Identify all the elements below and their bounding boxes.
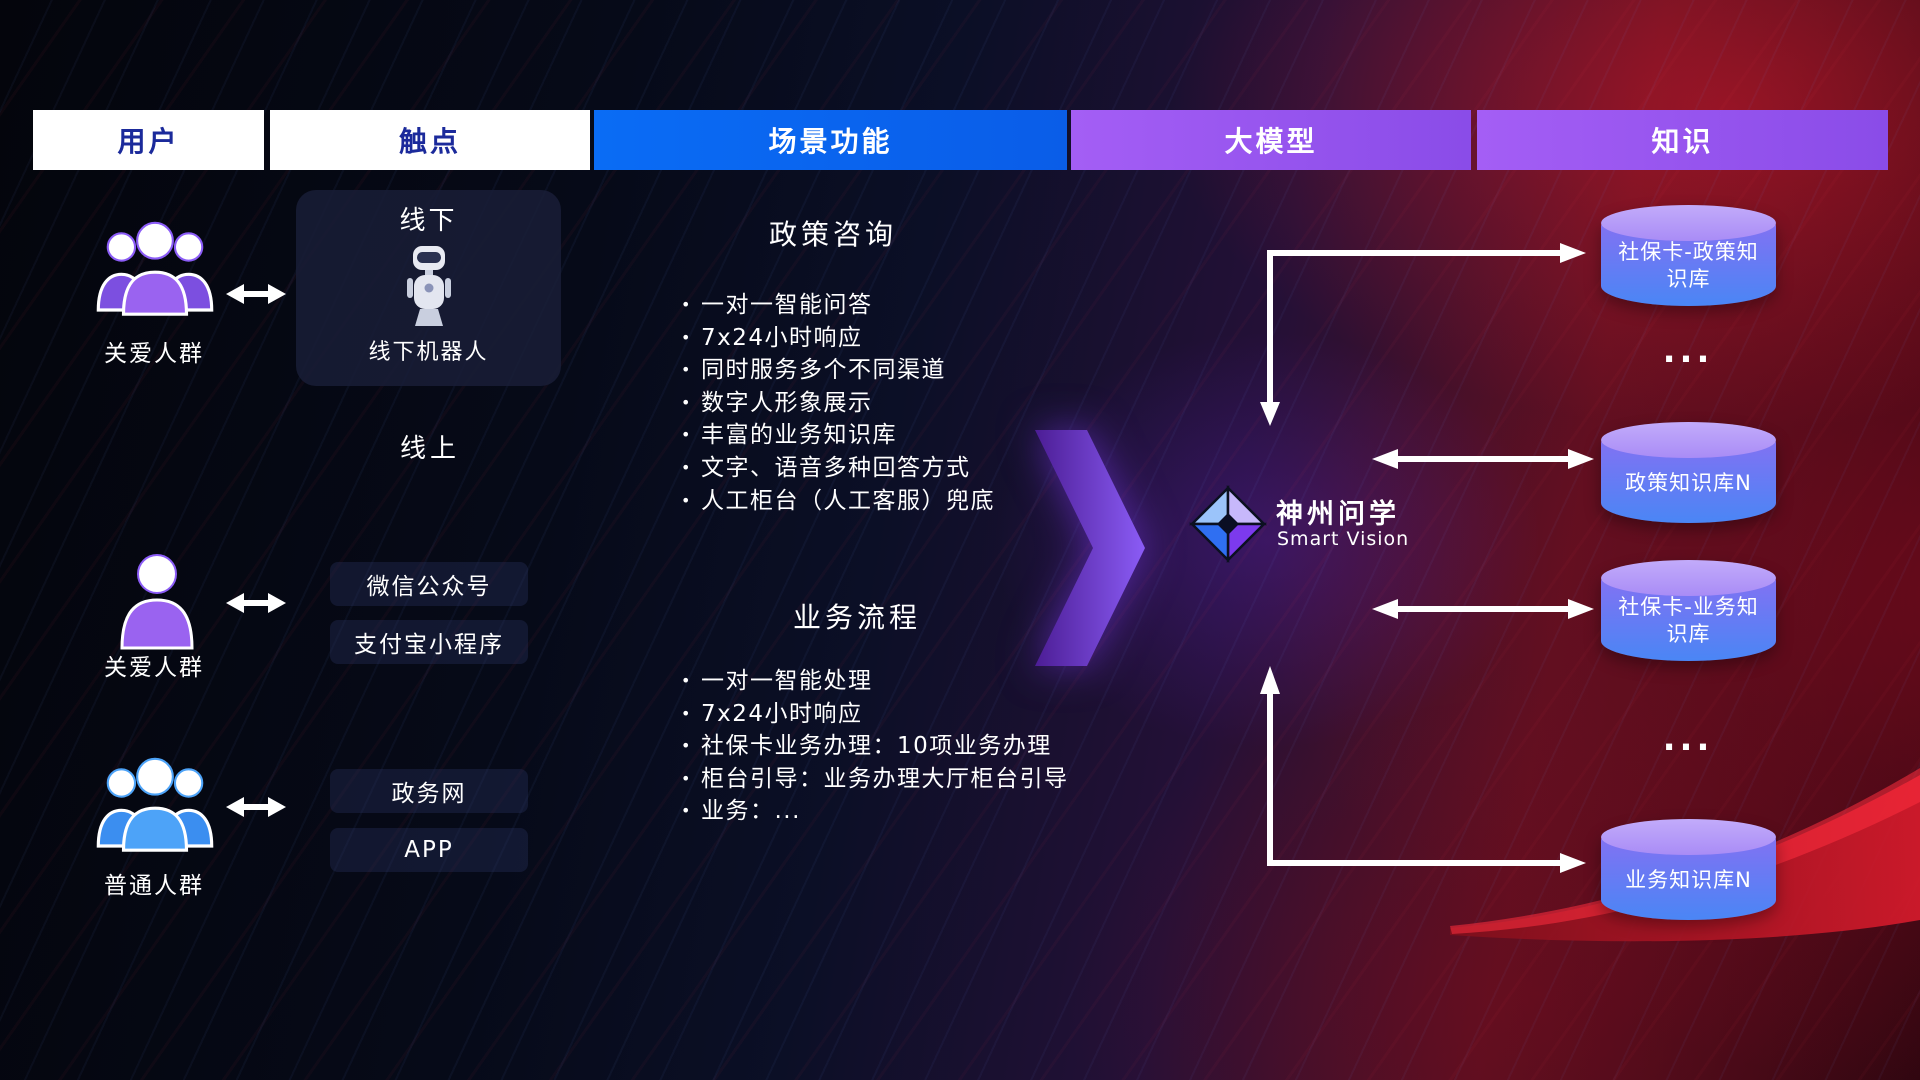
list-item: 7x24小时响应 (677, 698, 1097, 731)
channel-gov: 政务网 (330, 769, 528, 813)
channel-gov-label: 政务网 (391, 781, 467, 807)
list-item: 文字、语音多种回答方式 (677, 452, 1097, 485)
list-item: 7x24小时响应 (677, 322, 1097, 355)
kb-cylinder-4-label: 业务知识库N (1625, 867, 1752, 892)
header-user: 用户 (33, 110, 264, 170)
kb-cylinder-1: 社保卡-政策知识库 (1601, 205, 1776, 306)
kb-cylinder-4: 业务知识库N (1601, 819, 1776, 920)
list-item: 数字人形象展示 (677, 387, 1097, 420)
channel-app: APP (330, 828, 528, 872)
list-item: 柜台引导：业务办理大厅柜台引导 (677, 763, 1097, 796)
offline-title: 线下 (399, 206, 458, 236)
offline-touchpoint-panel: 线下 线下机器人 (296, 190, 561, 386)
channel-app-label: APP (404, 837, 454, 863)
header-knowledge: 知识 (1477, 110, 1888, 170)
ellipsis-dots-2: ... (1662, 719, 1714, 759)
header-model-label: 大模型 (1224, 125, 1318, 158)
header-touchpoint-label: 触点 (398, 125, 461, 158)
list-item: 人工柜台（人工客服）兜底 (677, 485, 1097, 518)
header-scenario: 场景功能 (594, 110, 1067, 170)
header-model: 大模型 (1071, 110, 1471, 170)
policy-feature-list: 一对一智能问答 7x24小时响应 同时服务多个不同渠道 数字人形象展示 丰富的业… (677, 289, 1097, 517)
user-group2-label: 普通人群 (104, 873, 204, 899)
channel-wechat-label: 微信公众号 (366, 574, 492, 600)
model-name: 神州问学 (1276, 499, 1400, 530)
list-item: 同时服务多个不同渠道 (677, 354, 1097, 387)
header-knowledge-label: 知识 (1651, 125, 1714, 158)
model-subtitle: Smart Vision (1277, 528, 1410, 550)
user-group1-label: 关爱人群 (104, 341, 204, 367)
channel-alipay: 支付宝小程序 (330, 620, 528, 664)
list-item: 社保卡业务办理：10项业务办理 (677, 730, 1097, 763)
group-users-purple-icon (96, 221, 214, 316)
list-item: 一对一智能处理 (677, 665, 1097, 698)
user-single-label: 关爱人群 (104, 655, 204, 681)
robot-icon (406, 246, 451, 326)
offline-robot-label: 线下机器人 (368, 340, 489, 365)
business-section-title: 业务流程 (792, 601, 921, 634)
kb-cylinder-1-label: 社保卡-政策知识库 (1618, 240, 1759, 291)
kb-cylinder-3-label: 社保卡-业务知识库 (1618, 595, 1759, 646)
list-item: 丰富的业务知识库 (677, 419, 1097, 452)
list-item: 一对一智能问答 (677, 289, 1097, 322)
kb-cylinder-2: 政策知识库N (1601, 422, 1776, 523)
online-title: 线上 (399, 434, 460, 464)
header-touchpoint: 触点 (270, 110, 590, 170)
header-scenario-label: 场景功能 (768, 125, 893, 158)
channel-alipay-label: 支付宝小程序 (354, 632, 504, 658)
group-users-blue-icon (96, 757, 214, 852)
kb-cylinder-3: 社保卡-业务知识库 (1601, 560, 1776, 661)
kb-cylinder-2-label: 政策知识库N (1625, 470, 1752, 495)
policy-section-title: 政策咨询 (768, 218, 897, 251)
smart-vision-diamond-logo-icon (1188, 484, 1268, 564)
channel-wechat: 微信公众号 (330, 562, 528, 606)
purple-flow-arrow (1035, 430, 1145, 666)
ellipsis-dots-1: ... (1662, 331, 1714, 371)
single-user-purple-icon (120, 554, 194, 650)
business-feature-list: 一对一智能处理 7x24小时响应 社保卡业务办理：10项业务办理 柜台引导：业务… (677, 665, 1097, 828)
header-user-label: 用户 (117, 125, 180, 158)
list-item: 业务：... (677, 795, 1097, 828)
